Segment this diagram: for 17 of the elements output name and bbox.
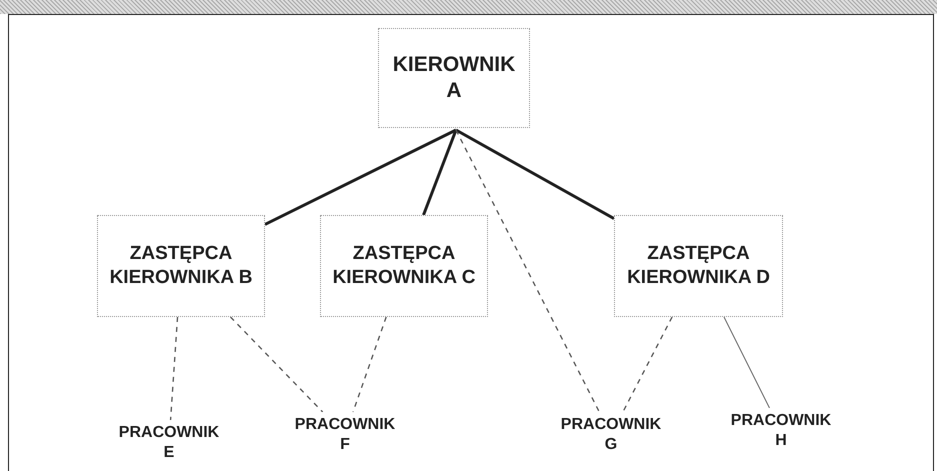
connector-line xyxy=(455,128,615,220)
position-box xyxy=(614,215,783,317)
connector-line xyxy=(264,128,457,226)
connector-line xyxy=(455,130,600,412)
connector-line xyxy=(422,129,458,216)
position-box xyxy=(378,28,530,128)
position-title: ZASTĘPCA KIEROWNIKA D xyxy=(626,242,771,290)
position-box xyxy=(97,215,265,317)
connector-line xyxy=(352,316,387,412)
connector-line xyxy=(230,316,324,412)
position-title: KIEROWNIK A xyxy=(392,52,516,104)
connector-line xyxy=(724,316,770,408)
connector-line xyxy=(622,316,673,412)
position-box xyxy=(320,215,488,317)
position-title: ZASTĘPCA KIEROWNIKA B xyxy=(108,242,254,290)
connector-line xyxy=(170,316,178,420)
position-title: ZASTĘPCA KIEROWNIKA C xyxy=(332,242,476,290)
